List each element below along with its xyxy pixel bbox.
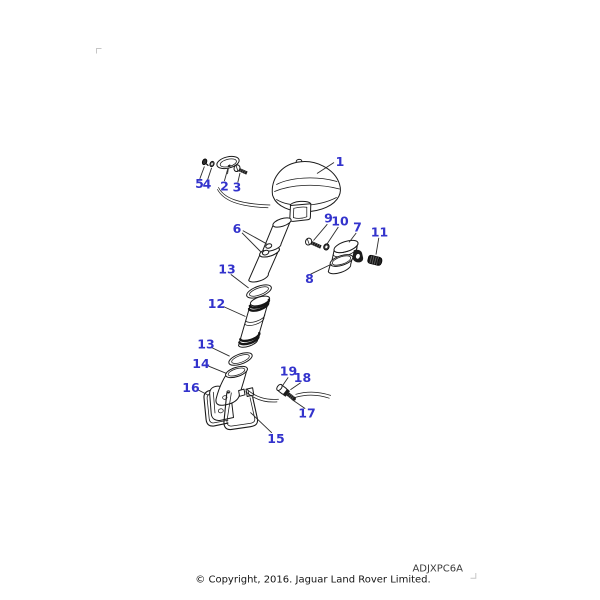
- cable-bottom: [245, 388, 331, 403]
- leader-lines: [197, 162, 380, 434]
- part-washer-small: [209, 160, 215, 168]
- part-filler-tube: [209, 365, 248, 421]
- cable-top: [217, 187, 271, 209]
- callout-6: 6: [233, 221, 242, 236]
- callout-8: 8: [305, 271, 314, 286]
- part-oring-upper: [246, 284, 272, 299]
- dome-stem: [289, 203, 312, 222]
- footer: ADJXPC6A © Copyright, 2016. Jaguar Land …: [195, 564, 463, 586]
- part-dome-cap: [271, 158, 341, 222]
- diagram-code: ADJXPC6A: [412, 564, 463, 575]
- corner-mark-top-left: [96, 48, 102, 54]
- callout-16: 16: [182, 380, 200, 395]
- callout-2: 2: [220, 179, 229, 194]
- callout-labels: 1 2 3 4 5 6 7 8 9 10 11 12 13 13 14 15 1…: [182, 154, 388, 446]
- part-disc: [216, 155, 240, 175]
- part-bolt-mid: [305, 237, 322, 249]
- callout-14: 14: [192, 356, 210, 371]
- part-oring-lower: [228, 352, 253, 366]
- fitting-nut: [282, 388, 290, 397]
- part-tube-sections: [248, 217, 292, 283]
- callout-12: 12: [208, 296, 225, 311]
- callout-13-upper: 13: [218, 262, 235, 277]
- part-screw-small: [201, 158, 209, 167]
- callout-15: 15: [267, 431, 284, 446]
- part-ribbed-tube: [238, 295, 271, 348]
- corner-mark-bottom-right: [470, 573, 477, 579]
- callout-5: 5: [195, 176, 204, 191]
- part-knurled-plug: [367, 254, 383, 266]
- callout-18: 18: [294, 370, 311, 385]
- callout-1: 1: [336, 154, 345, 169]
- callout-17: 17: [298, 406, 315, 421]
- corner-marks: [96, 48, 477, 579]
- copyright-text: © Copyright, 2016. Jaguar Land Rover Lim…: [195, 575, 430, 586]
- callout-7: 7: [353, 220, 362, 235]
- callout-3: 3: [233, 180, 242, 195]
- part-ring-collar: [327, 254, 354, 275]
- part-washer-mid: [323, 243, 330, 251]
- part-bolt-top: [233, 164, 248, 175]
- callout-11: 11: [371, 225, 388, 240]
- callout-4: 4: [203, 177, 212, 192]
- callout-9: 9: [324, 211, 333, 226]
- part-cable-fitting: [276, 383, 296, 401]
- callout-10: 10: [331, 214, 349, 229]
- callout-19: 19: [280, 364, 297, 379]
- callout-13-lower: 13: [197, 337, 214, 352]
